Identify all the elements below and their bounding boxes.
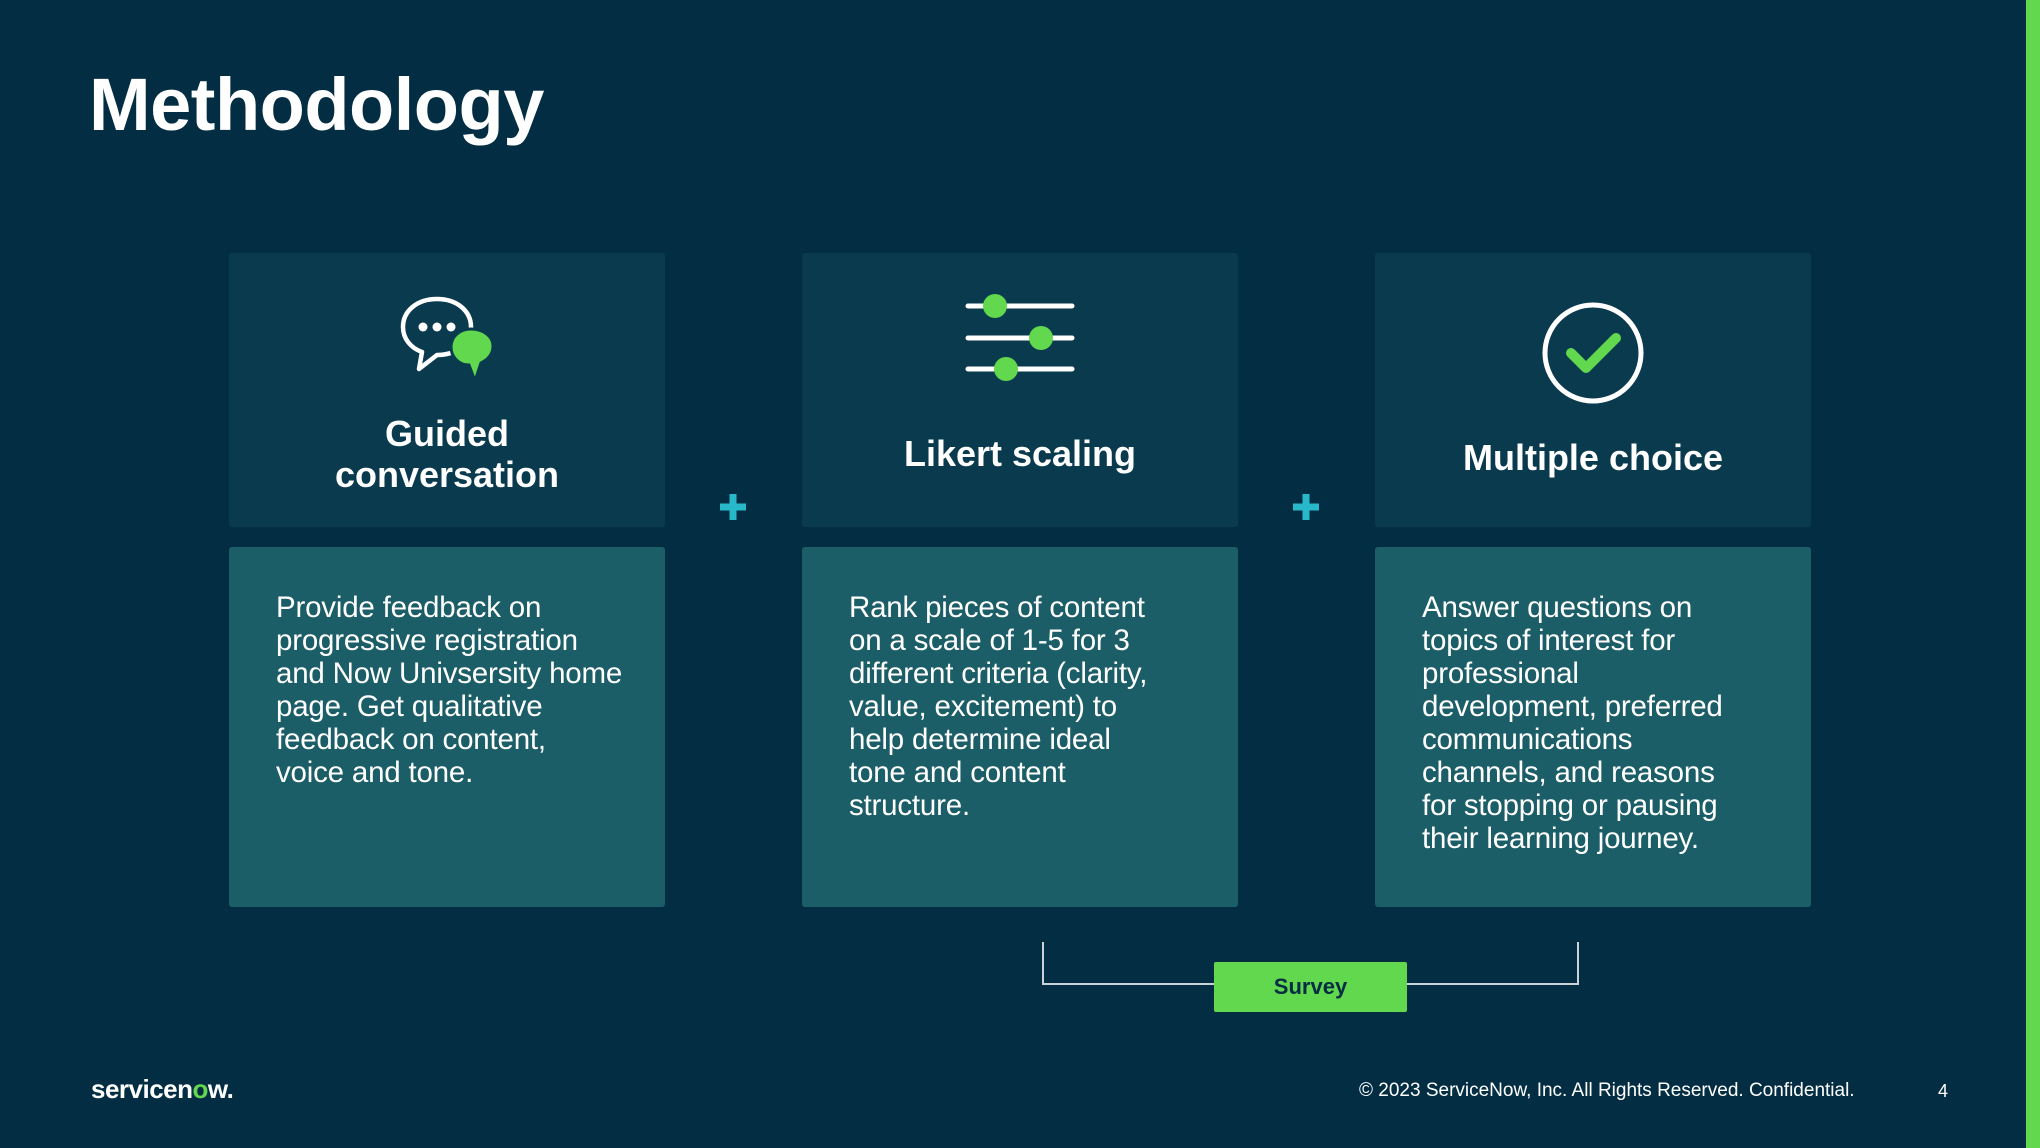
description-line: their learning journey. xyxy=(1422,822,1699,855)
method-header-card: Likert scaling xyxy=(802,253,1238,527)
logo-text: w. xyxy=(207,1074,234,1104)
servicenow-logo: servicenow. xyxy=(91,1074,234,1105)
method-description-card: Rank pieces of content on a scale of 1-5… xyxy=(802,547,1238,907)
description-line: channels, and reasons xyxy=(1422,756,1715,789)
description-line: tone and content xyxy=(849,756,1066,789)
description-line: on a scale of 1-5 for 3 xyxy=(849,624,1130,657)
chat-bubbles-icon xyxy=(397,293,497,386)
description-line: Rank pieces of content xyxy=(849,591,1145,624)
heading-line: Guided xyxy=(385,413,509,454)
method-header-card: Guided conversation xyxy=(229,253,665,527)
description-line: value, excitement) to xyxy=(849,690,1117,723)
sliders-icon xyxy=(964,293,1076,383)
method-heading: Guided conversation xyxy=(229,413,665,495)
method-column-guided-conversation: Guided conversation Provide feedback on … xyxy=(229,253,665,907)
plus-icon xyxy=(1289,490,1323,524)
copyright-notice: © 2023 ServiceNow, Inc. All Rights Reser… xyxy=(1359,1080,1855,1101)
description-line: and Now Univsersity home xyxy=(276,657,623,690)
method-column-multiple-choice: Multiple choice Answer questions on topi… xyxy=(1375,253,1811,907)
survey-label: Survey xyxy=(1214,962,1407,1012)
page-number: 4 xyxy=(1938,1081,1949,1101)
description-line: different criteria (clarity, xyxy=(849,657,1148,690)
page-title: Methodology xyxy=(89,63,544,146)
check-circle-icon xyxy=(1541,301,1645,405)
description-line: feedback on content, xyxy=(276,723,546,756)
plus-icon xyxy=(716,490,750,524)
heading-line: conversation xyxy=(334,454,560,495)
description-line: voice and tone. xyxy=(276,756,474,789)
method-column-likert-scaling: Likert scaling Rank pieces of content on… xyxy=(802,253,1238,907)
logo-text: servicen xyxy=(91,1074,193,1104)
description-line: communications xyxy=(1422,723,1633,756)
description-line: Provide feedback on xyxy=(276,591,542,624)
description-line: progressive registration xyxy=(276,624,578,657)
accent-bar xyxy=(2026,0,2040,1148)
method-description-card: Provide feedback on progressive registra… xyxy=(229,547,665,907)
description-line: page. Get qualitative xyxy=(276,690,543,723)
description-line: topics of interest for xyxy=(1422,624,1676,657)
logo-text: o xyxy=(192,1074,209,1104)
description-line: Answer questions on xyxy=(1422,591,1693,624)
method-description-card: Answer questions on topics of interest f… xyxy=(1375,547,1811,907)
description-line: help determine ideal xyxy=(849,723,1111,756)
description-line: development, preferred xyxy=(1422,690,1723,723)
description-line: for stopping or pausing xyxy=(1422,789,1718,822)
description-line: professional xyxy=(1422,657,1579,690)
method-header-card: Multiple choice xyxy=(1375,253,1811,527)
method-heading: Likert scaling xyxy=(903,433,1137,474)
method-heading: Multiple choice xyxy=(1462,437,1724,478)
description-line: structure. xyxy=(849,789,970,822)
